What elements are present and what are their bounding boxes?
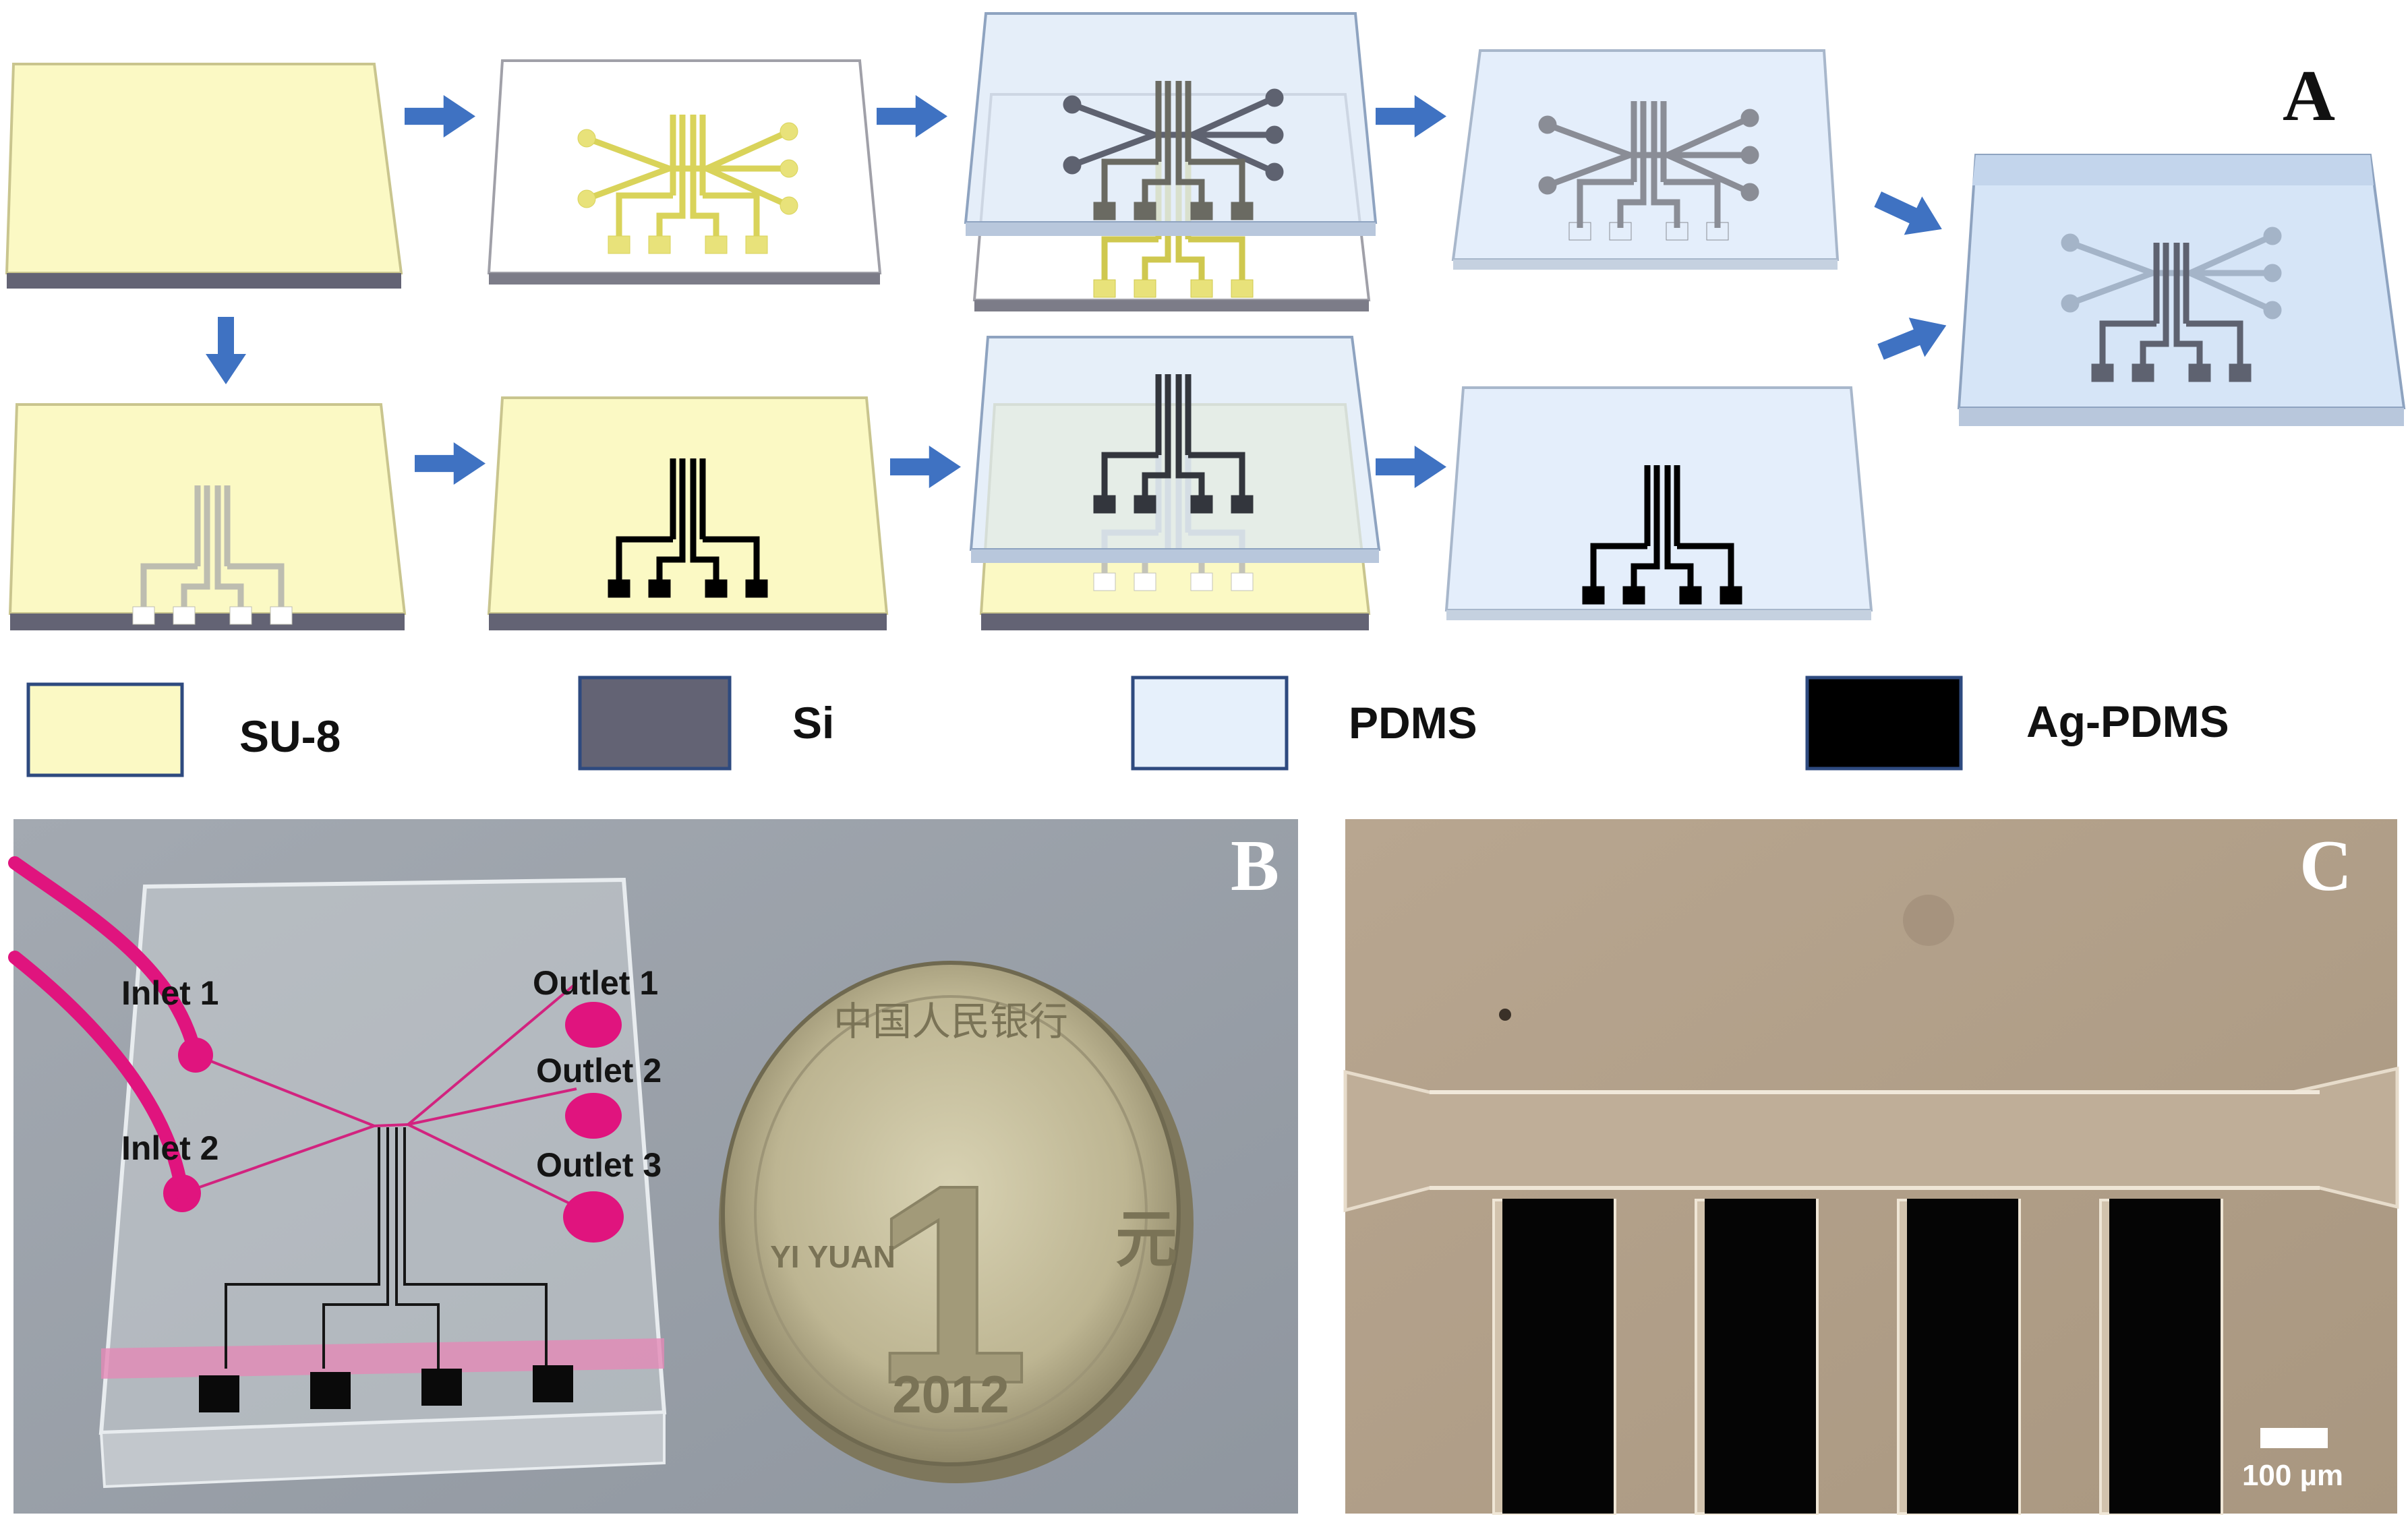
glass-chip xyxy=(98,877,667,1489)
legend-label-si: Si xyxy=(792,698,834,748)
step-pdms-casting xyxy=(964,12,1378,311)
arrow-6 xyxy=(1376,446,1446,488)
legend-label-pdms: PDMS xyxy=(1349,698,1477,748)
electrode-traces xyxy=(225,1127,548,1369)
inlet-2-label: Inlet 2 xyxy=(121,1129,218,1167)
step-su8-coating xyxy=(5,63,403,289)
step-pdms-electrode-layer xyxy=(1444,386,1873,620)
legend-label-ag-pdms: Ag-PDMS xyxy=(2026,696,2229,746)
coin-yi-yuan: YI YUAN xyxy=(770,1239,895,1274)
electrode-3 xyxy=(1907,1199,2018,1514)
panel-b-letter: B xyxy=(1231,826,1279,906)
electrode-2 xyxy=(1705,1199,1816,1514)
legend-swatch-su8 xyxy=(26,682,184,777)
panel-c-micrograph: 100 µm C xyxy=(1343,819,2399,1515)
step-channel-mold xyxy=(487,59,882,285)
step-pdms-channel-layer xyxy=(1451,49,1840,270)
coin-year: 2012 xyxy=(892,1365,1009,1424)
legend-swatch-pdms xyxy=(1131,676,1289,771)
legend-swatch-ag-pdms xyxy=(1805,676,1963,771)
legend-label-su8: SU-8 xyxy=(239,711,341,761)
arrow-merge-top xyxy=(1869,179,1951,249)
scale-bar: 100 µm xyxy=(2242,1428,2343,1492)
ports xyxy=(163,1002,624,1243)
legend-item-ag-pdms: Ag-PDMS xyxy=(1805,676,2229,771)
panel-b-photo: Inlet 1 Inlet 2 Outlet 1 Outlet 2 Outlet… xyxy=(8,819,1298,1514)
coin-yuan-char: 元 xyxy=(1115,1205,1177,1274)
step-electrode-mold xyxy=(8,403,407,630)
arrow-1 xyxy=(405,95,475,138)
outlet-2-label: Outlet 2 xyxy=(536,1052,662,1089)
legend-swatch-si xyxy=(578,676,732,771)
arrow-3 xyxy=(1376,95,1446,138)
outlet-1-label: Outlet 1 xyxy=(533,964,658,1002)
arrow-4 xyxy=(415,442,486,485)
scale-bar-label: 100 µm xyxy=(2242,1459,2343,1492)
legend: SU-8 Si PDMS Ag-PDMS xyxy=(26,676,2229,777)
microchannel-network xyxy=(181,982,578,1208)
inlet-tubing xyxy=(8,856,202,1200)
panel-a-letter: A xyxy=(2283,56,2335,136)
outlet-3-label: Outlet 3 xyxy=(536,1146,662,1184)
inlet-1-label: Inlet 1 xyxy=(121,974,218,1012)
panel-a-process-flow: A xyxy=(5,12,2406,630)
arrow-5 xyxy=(890,446,961,488)
arrow-2 xyxy=(877,95,947,138)
coin-top-text: 中国人民银行 xyxy=(833,1000,1068,1044)
arrow-merge-bottom xyxy=(1873,305,1955,372)
arrow-down xyxy=(206,317,246,384)
legend-item-pdms: PDMS xyxy=(1131,676,1477,771)
panel-c-letter: C xyxy=(2299,826,2352,906)
legend-item-su8: SU-8 xyxy=(26,682,341,777)
step-ag-pdms-filling xyxy=(487,396,889,630)
electrode-strips xyxy=(1492,1199,2223,1515)
step-final-device xyxy=(1957,154,2406,426)
electrode-pads xyxy=(199,1365,573,1412)
step-pdms-bonding xyxy=(969,336,1381,630)
electrode-1 xyxy=(1502,1199,1614,1514)
electrode-4 xyxy=(2109,1199,2221,1514)
coin-denomination: 1 xyxy=(872,1127,1030,1443)
coin: 1 中国人民银行 YI YUAN 元 2012 xyxy=(719,961,1194,1483)
legend-item-si: Si xyxy=(578,676,834,771)
